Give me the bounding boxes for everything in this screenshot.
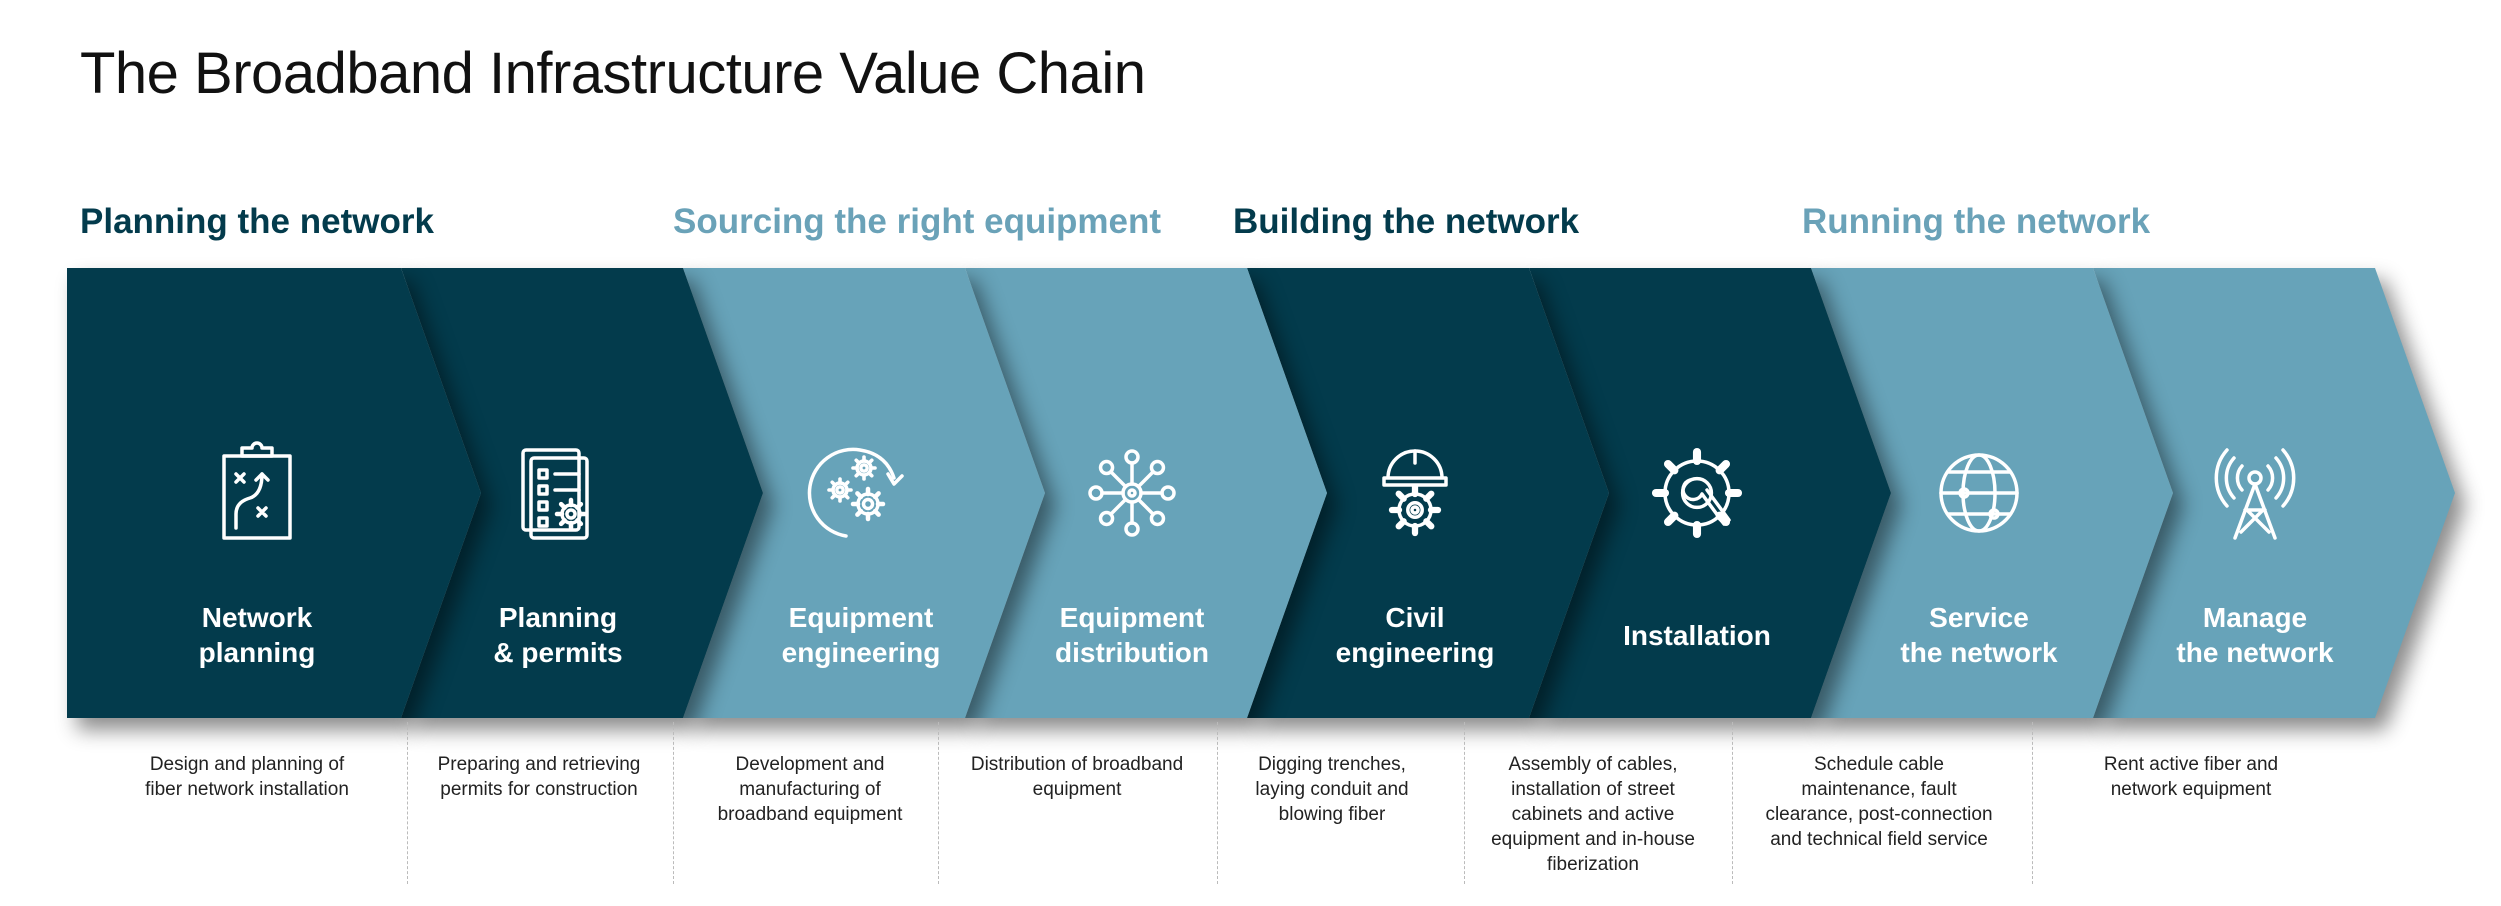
step-label: Planning & permits [493, 602, 623, 668]
dashed-divider [673, 722, 674, 884]
dashed-divider [1732, 722, 1733, 884]
document-gear-icon [503, 438, 613, 548]
hardhat-gear-icon [1360, 438, 1470, 548]
step-label: Civil engineering [1335, 602, 1495, 668]
chevron-shadow [67, 268, 481, 718]
clipboard-strategy-icon [202, 438, 312, 548]
phase-sourcing: Sourcing the right equipment [673, 202, 1162, 241]
phase-planning: Planning the network [80, 202, 434, 241]
dashed-divider [407, 722, 408, 884]
chevron-step-3: Equipment engineering [683, 268, 1045, 718]
gears-cycle-icon [806, 438, 916, 548]
phase-building: Building the network [1233, 202, 1580, 241]
step-description: Digging trenches, laying conduit and blo… [1255, 754, 1409, 825]
network-hub-icon [1077, 438, 1187, 548]
step-description: Rent active fiber and network equipment [2103, 754, 2279, 800]
step-label: Equipment distribution [1055, 602, 1209, 668]
antenna-tower-icon [2200, 438, 2310, 548]
dashed-divider [1217, 722, 1218, 884]
step-label: Manage the network [2176, 602, 2334, 668]
step-label: Installation [1623, 620, 1771, 651]
chevron-shape [67, 268, 481, 718]
step-label: Service the network [1900, 602, 2058, 668]
step-label: Equipment engineering [781, 602, 941, 668]
step-description: Schedule cable maintenance, fault cleara… [1765, 754, 1993, 850]
step-description: Preparing and retrieving permits for con… [437, 754, 641, 800]
dashed-divider [938, 722, 939, 884]
step-description: Assembly of cables, installation of stre… [1491, 754, 1695, 875]
step-description: Development and manufacturing of broadba… [717, 754, 903, 825]
dashed-divider [1464, 722, 1465, 884]
phase-running: Running the network [1802, 202, 2151, 241]
dashed-divider [2032, 722, 2033, 884]
step-label: Network planning [198, 602, 316, 668]
step-description: Design and planning of fiber network ins… [145, 754, 349, 800]
globe-icon [1924, 438, 2034, 548]
chevron-step-1: Network planning [67, 268, 481, 718]
step-description: Distribution of broadband equipment [970, 754, 1184, 800]
gear-wrench-icon [1642, 438, 1752, 548]
page-title: The Broadband Infrastructure Value Chain [80, 41, 1146, 106]
